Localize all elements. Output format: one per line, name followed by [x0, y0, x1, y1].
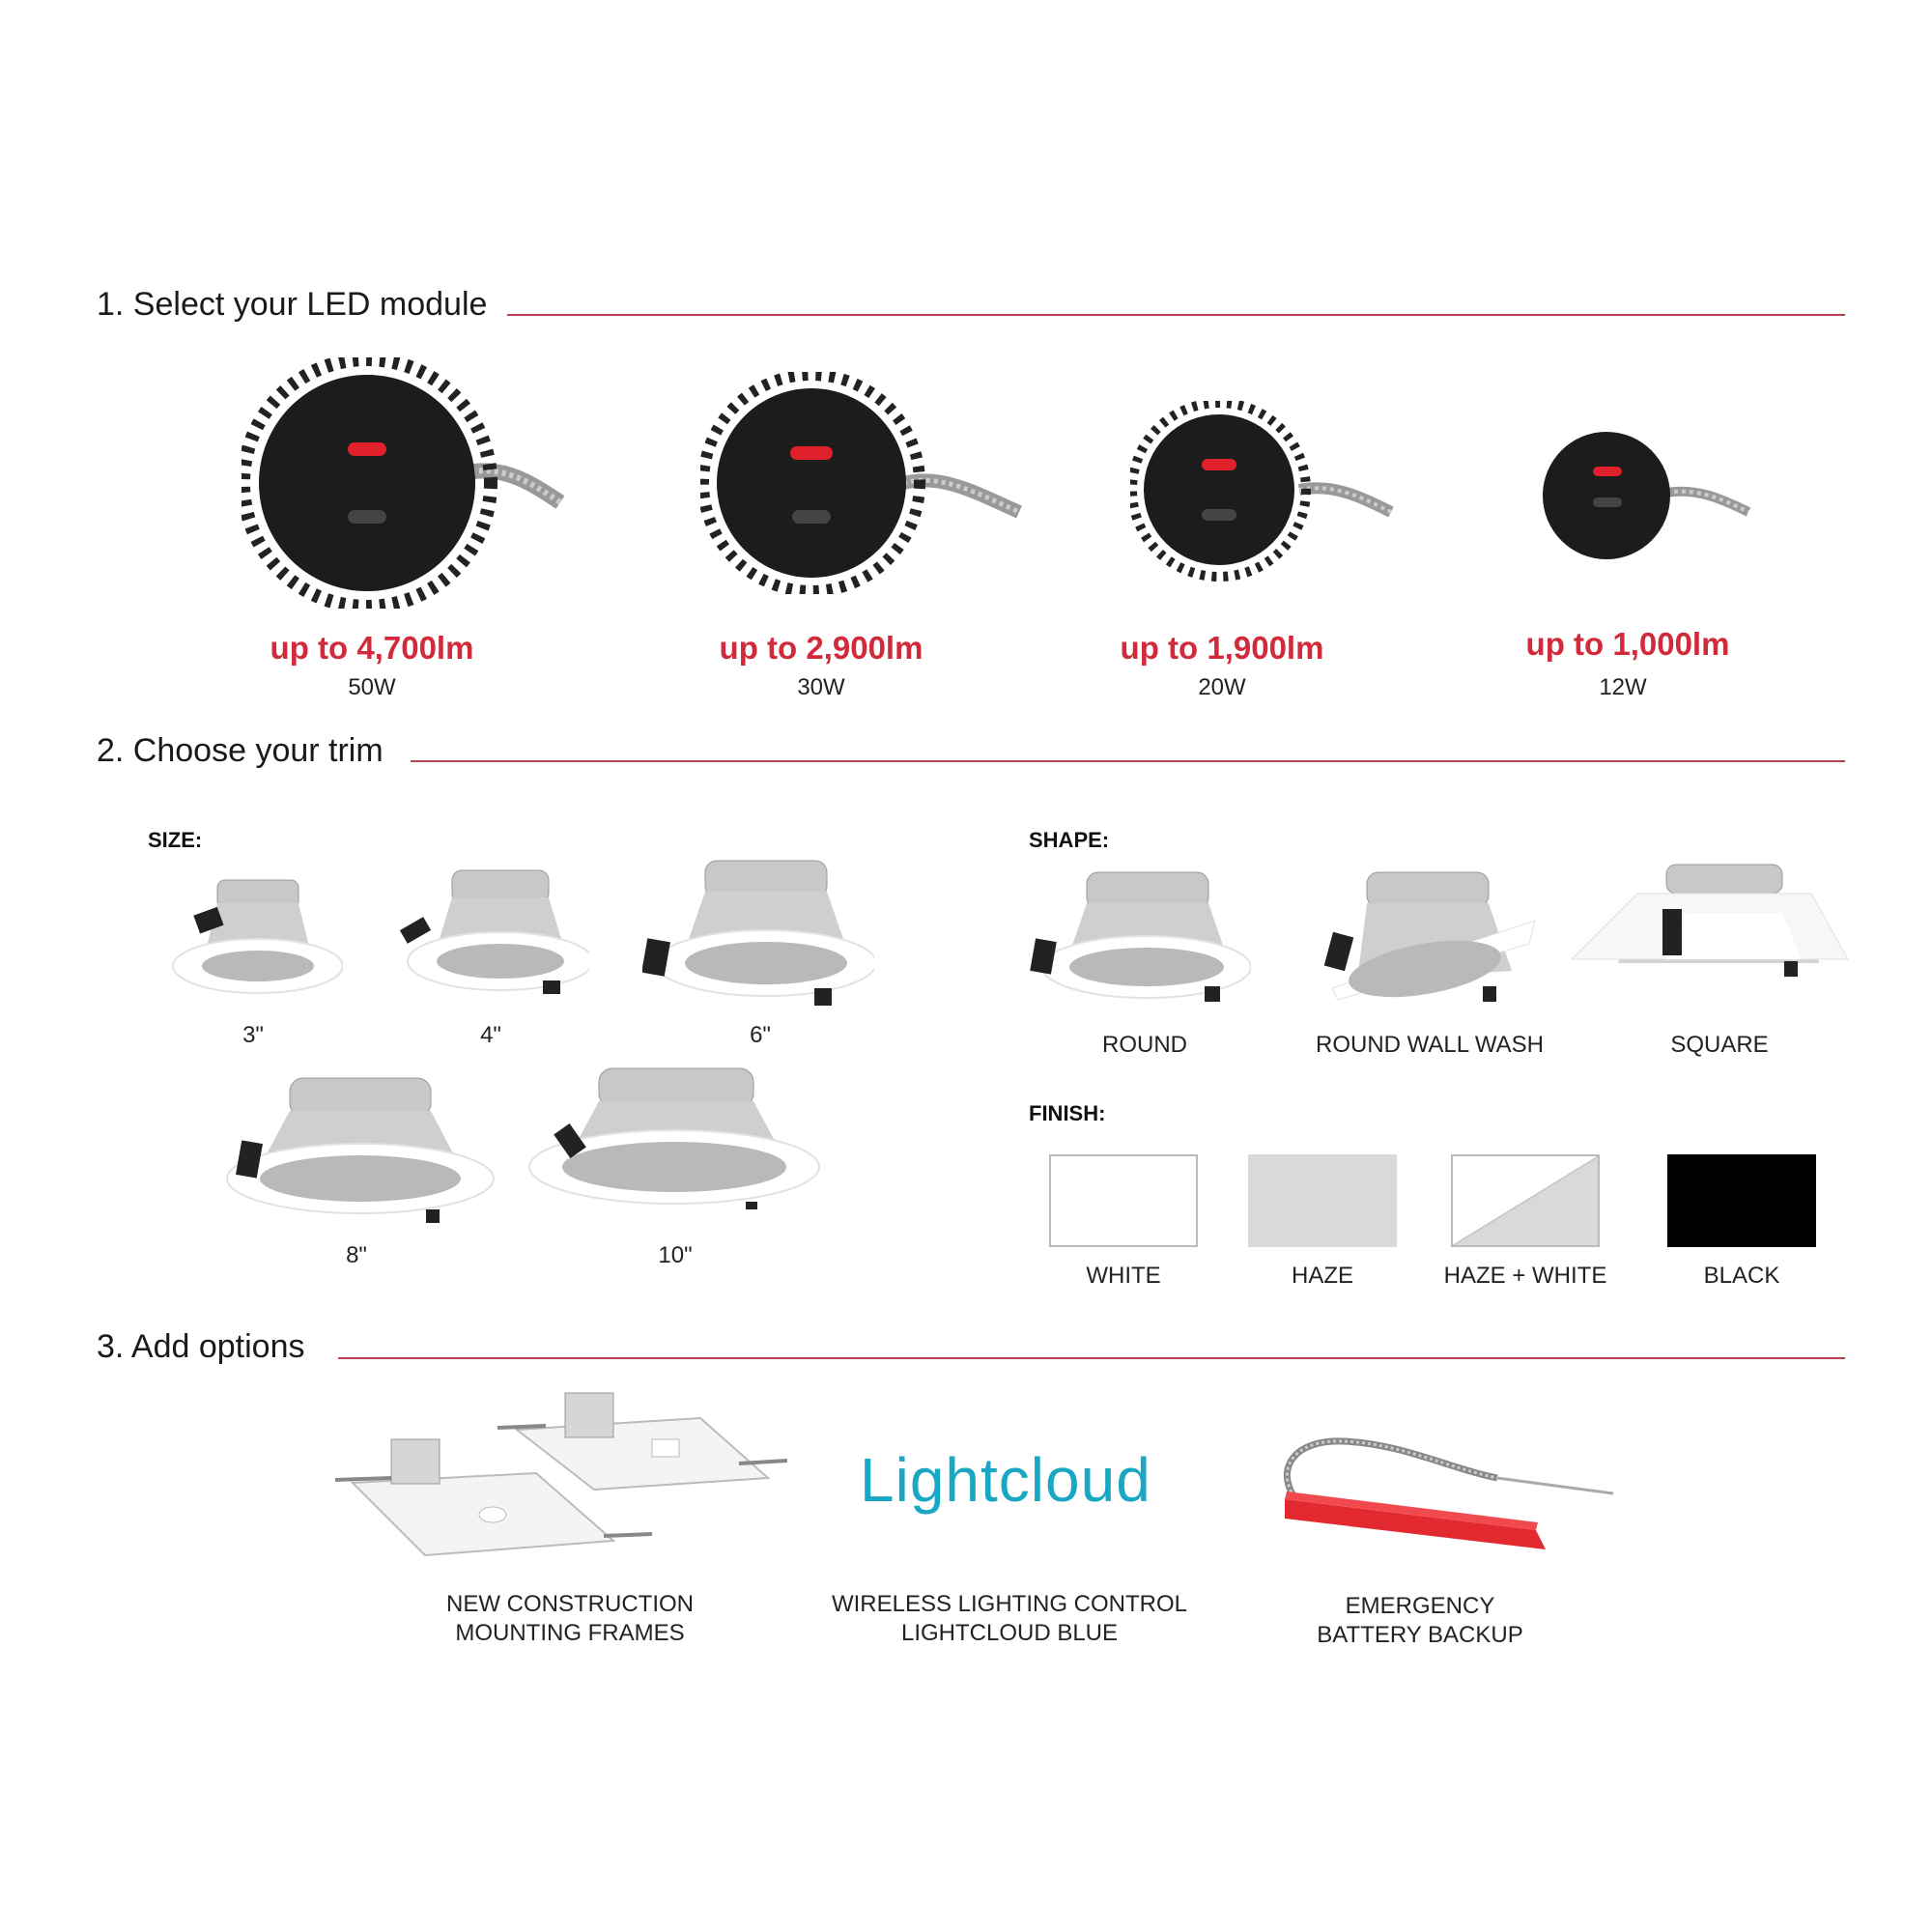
- step-1-title: 1. Select your LED module: [97, 286, 488, 323]
- step-3-title: 3. Add options: [97, 1328, 305, 1365]
- module-20w-watts: 20W: [1198, 674, 1246, 700]
- finish-black-swatch[interactable]: [1667, 1154, 1816, 1247]
- finish-haze-white-swatch[interactable]: [1451, 1154, 1600, 1247]
- mounting-frames-caption: NEW CONSTRUCTION MOUNTING FRAMES: [425, 1590, 715, 1648]
- size-heading: SIZE:: [148, 828, 203, 852]
- module-50w-watts: 50W: [348, 674, 396, 700]
- trim-shape-square-image[interactable]: [1570, 855, 1850, 1000]
- mounting-frames-image[interactable]: [333, 1372, 797, 1565]
- module-20w-lumens: up to 1,900lm: [1120, 630, 1324, 666]
- trim-size-10-image[interactable]: [522, 1063, 821, 1217]
- step-3-rule: [338, 1357, 1845, 1359]
- led-module-12w-image[interactable]: [1541, 430, 1792, 565]
- trim-size-4-label: 4": [480, 1022, 501, 1048]
- module-30w-watts: 30W: [797, 674, 845, 700]
- finish-black-label: BLACK: [1703, 1263, 1780, 1289]
- finish-heading: FINISH:: [1029, 1101, 1106, 1125]
- finish-haze-label: HAZE: [1291, 1263, 1353, 1289]
- trim-size-3-image[interactable]: [169, 874, 343, 1000]
- wireless-control-line1: WIRELESS LIGHTING CONTROL: [831, 1591, 1188, 1617]
- trim-shape-square-label: SQUARE: [1670, 1032, 1769, 1058]
- led-module-30w-image[interactable]: [700, 372, 1048, 594]
- module-12w-lumens: up to 1,000lm: [1525, 626, 1730, 662]
- module-30w-lumens: up to 2,900lm: [719, 630, 923, 666]
- finish-haze-swatch[interactable]: [1248, 1154, 1397, 1247]
- module-50w-lumens: up to 4,700lm: [270, 630, 474, 666]
- shape-heading: SHAPE:: [1029, 828, 1110, 852]
- trim-size-8-image[interactable]: [217, 1072, 497, 1227]
- step-2-title: 2. Choose your trim: [97, 732, 384, 769]
- step-2-rule: [411, 760, 1845, 762]
- trim-size-3-label: 3": [242, 1022, 264, 1048]
- wireless-control-line2: LIGHTCLOUD BLUE: [900, 1620, 1119, 1646]
- trim-shape-round-image[interactable]: [1029, 865, 1251, 1009]
- lightcloud-logo: Lightcloud: [860, 1445, 1151, 1515]
- emergency-battery-line2: BATTERY BACKUP: [1317, 1622, 1523, 1648]
- wireless-control-caption: WIRELESS LIGHTING CONTROL LIGHTCLOUD BLU…: [831, 1590, 1188, 1648]
- trim-shape-wall-wash-label: ROUND WALL WASH: [1315, 1032, 1544, 1058]
- trim-shape-round-label: ROUND: [1102, 1032, 1187, 1058]
- emergency-battery-caption: EMERGENCY BATTERY BACKUP: [1285, 1592, 1555, 1650]
- led-module-50w-image[interactable]: [242, 357, 589, 609]
- trim-size-8-label: 8": [346, 1242, 367, 1268]
- module-12w-watts: 12W: [1599, 674, 1647, 700]
- trim-size-10-label: 10": [658, 1242, 693, 1268]
- trim-shape-round-wall-wash-image[interactable]: [1319, 865, 1541, 1009]
- mounting-frames-line2: MOUNTING FRAMES: [455, 1620, 685, 1646]
- trim-size-6-label: 6": [750, 1022, 771, 1048]
- step-1-rule: [507, 314, 1845, 316]
- trim-size-6-image[interactable]: [642, 855, 874, 1014]
- emergency-battery-line1: EMERGENCY: [1345, 1593, 1495, 1619]
- mounting-frames-line1: NEW CONSTRUCTION: [446, 1591, 694, 1617]
- led-module-20w-image[interactable]: [1130, 401, 1439, 584]
- trim-size-4-image[interactable]: [396, 865, 589, 1005]
- finish-white-label: WHITE: [1086, 1263, 1161, 1289]
- finish-white-swatch[interactable]: [1049, 1154, 1198, 1247]
- finish-haze-white-label: HAZE + WHITE: [1443, 1263, 1607, 1289]
- emergency-battery-image[interactable]: [1256, 1430, 1633, 1555]
